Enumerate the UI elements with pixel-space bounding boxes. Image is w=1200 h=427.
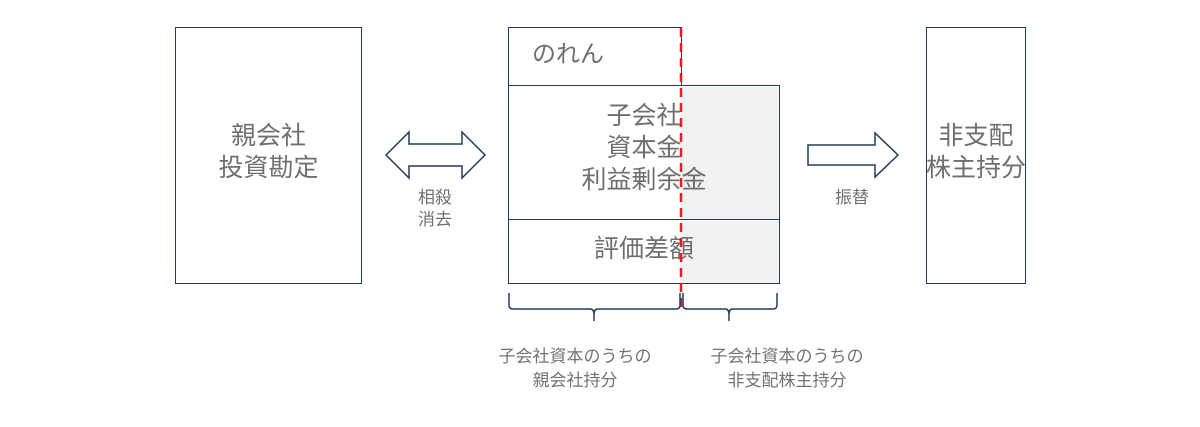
goodwill-box — [508, 27, 682, 86]
subsidiary-capital-line1: 子会社 — [606, 101, 682, 130]
offset-line2: 消去 — [418, 209, 452, 230]
parent-share-caption: 子会社資本のうちの 親会社持分 — [470, 345, 680, 393]
offset-elimination-label: 相殺 消去 — [395, 188, 475, 232]
subsidiary-capital-line3: 利益剰余金 — [581, 165, 707, 194]
non-controlling-interest-label: 非支配 株主持分 — [914, 120, 1038, 184]
goodwill-label: のれん — [532, 40, 604, 68]
parent-investment-label: 親会社 投資勘定 — [175, 120, 362, 184]
non-controlling-line2: 株主持分 — [925, 153, 1026, 182]
non-controlling-shade-lower — [681, 220, 779, 283]
transfer-arrow-icon — [807, 131, 900, 179]
non-controlling-caption-line2: 非支配株主持分 — [727, 371, 847, 392]
parent-investment-line2: 投資勘定 — [218, 153, 319, 182]
non-controlling-share-caption: 子会社資本のうちの 非支配株主持分 — [682, 345, 892, 393]
non-controlling-share-brace — [682, 293, 778, 321]
offset-double-arrow-icon — [384, 130, 487, 180]
valuation-difference-label: 評価差額 — [593, 234, 694, 263]
parent-investment-box — [175, 27, 362, 284]
non-controlling-caption-line1: 子会社資本のうちの — [710, 347, 864, 367]
offset-line1: 相殺 — [418, 188, 452, 208]
non-controlling-shade-upper — [681, 86, 779, 219]
transfer-label: 振替 — [835, 188, 869, 208]
non-controlling-line1: 非支配 — [938, 121, 1014, 150]
non-controlling-interest-box — [926, 27, 1026, 284]
parent-investment-line1: 親会社 — [230, 121, 306, 150]
subsidiary-capital-label: 子会社 資本金 利益剰余金 — [508, 100, 780, 196]
parent-share-brace — [508, 293, 681, 321]
subsidiary-capital-line2: 資本金 — [606, 133, 682, 162]
parent-share-caption-line2: 親会社持分 — [532, 371, 618, 392]
parent-share-caption-line1: 子会社資本のうちの — [498, 347, 652, 367]
